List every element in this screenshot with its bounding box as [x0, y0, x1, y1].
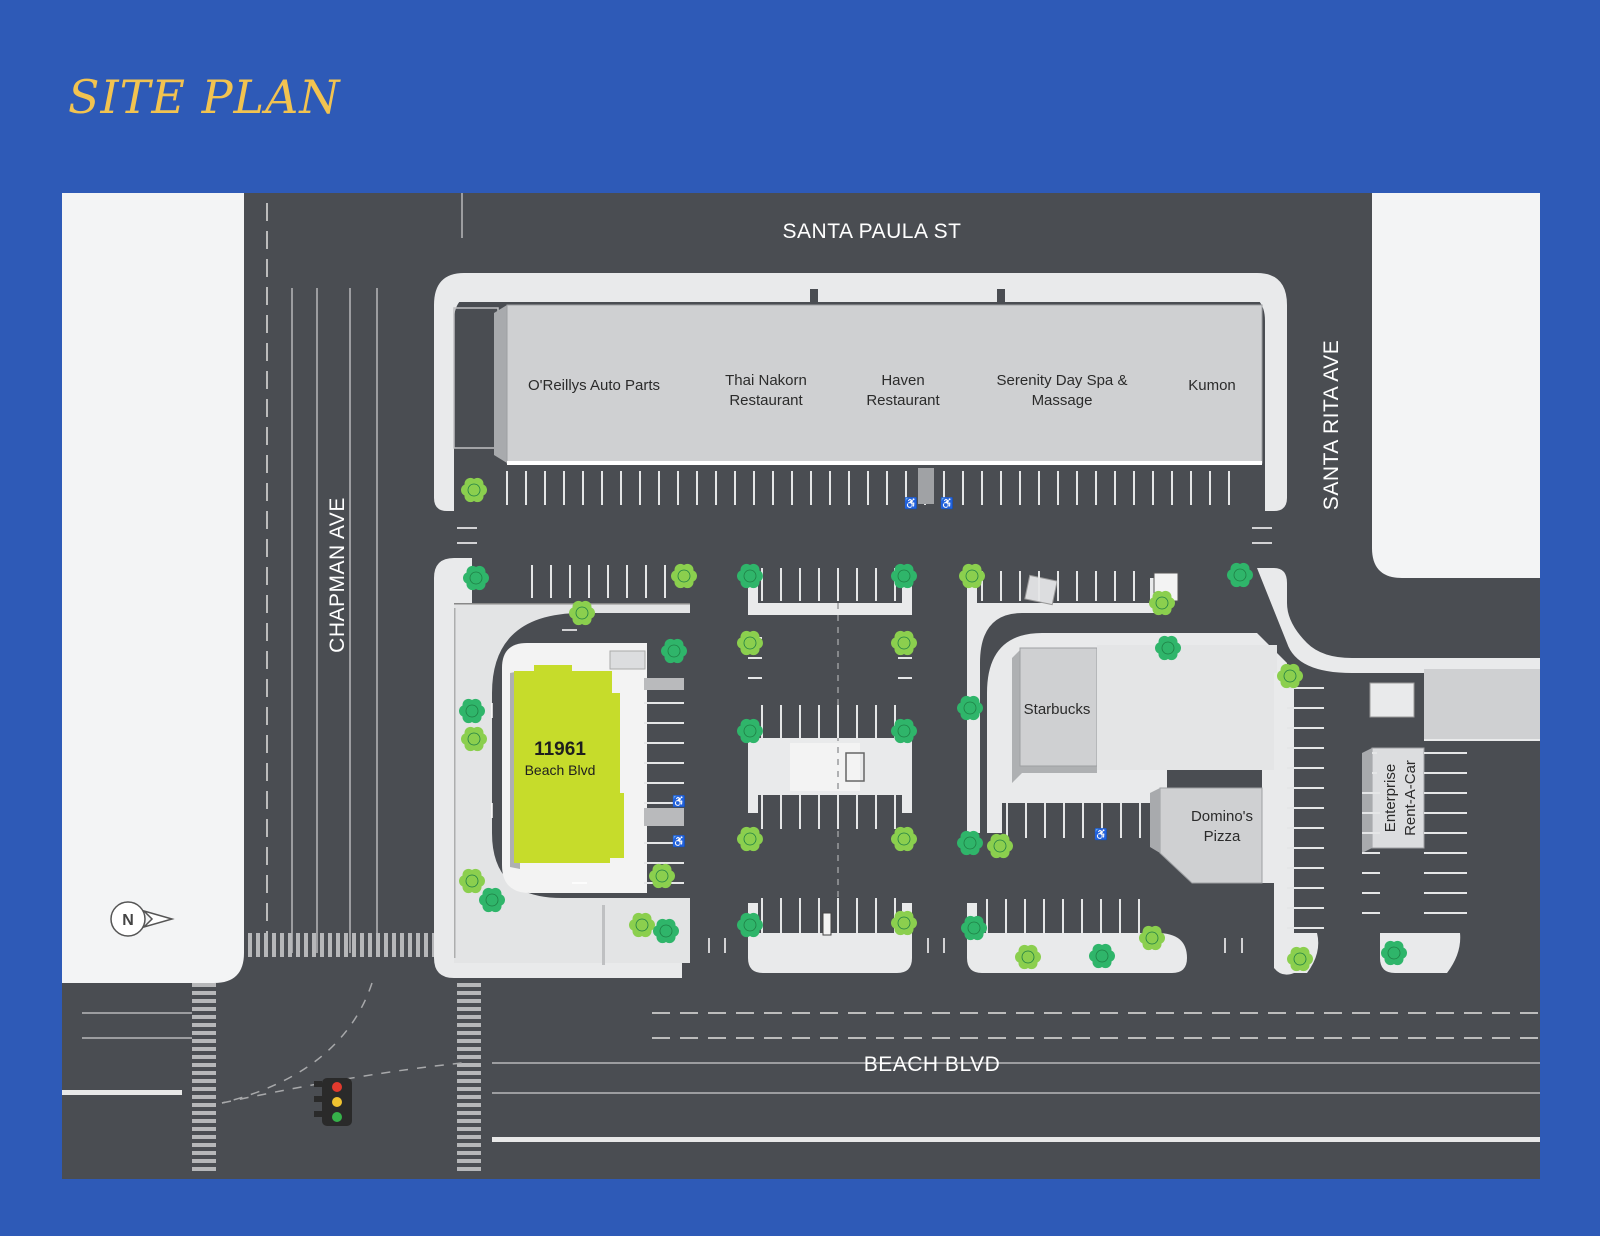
tree-icon [463, 565, 489, 591]
tree-icon [891, 910, 917, 936]
tree-icon [957, 830, 983, 856]
tree-icon [569, 600, 595, 626]
loading-hatch [918, 468, 934, 504]
tenant-haven-line2: Restaurant [866, 392, 940, 409]
tree-icon [987, 833, 1013, 859]
offsite-west [62, 193, 244, 983]
tree-icon [1149, 590, 1175, 616]
tree-icon [737, 630, 763, 656]
accessible-parking-icon: ♿ [672, 835, 686, 848]
tenant-kumon: Kumon [1188, 377, 1236, 394]
tree-icon [1155, 635, 1181, 661]
tree-icon [653, 918, 679, 944]
retail-building [506, 304, 1263, 464]
accessible-parking-icon: ♿ [904, 497, 918, 510]
tree-icon [891, 563, 917, 589]
subject-building [514, 665, 624, 863]
accessible-parking-icon: ♿ [940, 497, 954, 510]
tenant-thai-nakorn: Thai Nakorn [725, 372, 807, 389]
pad-dominos: Domino's [1191, 808, 1253, 825]
street-label-beach-blvd: BEACH BLVD [864, 1053, 1001, 1076]
subject-address-number: 11961 [534, 739, 586, 760]
pad-enterprise: Enterprise [1382, 764, 1399, 832]
street-label-santa-paula: SANTA PAULA ST [783, 220, 962, 243]
pad-starbucks: Starbucks [1024, 701, 1091, 718]
tenant-thai-nakorn-line2: Restaurant [729, 392, 803, 409]
tree-icon [1089, 943, 1115, 969]
tenant-oreillys: O'Reillys Auto Parts [528, 377, 660, 394]
street-label-chapman: CHAPMAN AVE [326, 497, 349, 653]
site-plan-map: ♿ ♿ ♿ ♿ ♿ SANTA PAULA ST CHAPMAN AVE SAN… [62, 193, 1540, 1179]
page-title: SITE PLAN [68, 70, 341, 124]
compass-letter: N [122, 912, 134, 929]
tree-icon [1015, 944, 1041, 970]
tree-icon [1287, 946, 1313, 972]
tree-icon [1277, 663, 1303, 689]
accessible-parking-icon: ♿ [672, 795, 686, 808]
tree-icon [737, 826, 763, 852]
tree-icon [649, 863, 675, 889]
tree-icon [891, 630, 917, 656]
starbucks-building [1019, 647, 1098, 767]
street-label-santa-rita: SANTA RITA AVE [1320, 340, 1343, 510]
tree-icon [1139, 925, 1165, 951]
tree-icon [1227, 562, 1253, 588]
tree-icon [891, 718, 917, 744]
tree-icon [459, 868, 485, 894]
tree-icon [737, 718, 763, 744]
tree-icon [957, 695, 983, 721]
tree-icon [737, 563, 763, 589]
tenant-serenity: Serenity Day Spa & [997, 372, 1128, 389]
offsite-east [1372, 193, 1540, 578]
tree-icon [959, 563, 985, 589]
tree-icon [891, 826, 917, 852]
traffic-light-icon [314, 1078, 352, 1126]
tree-icon [479, 887, 505, 913]
accessible-parking-icon: ♿ [1094, 828, 1108, 841]
tree-icon [671, 563, 697, 589]
tree-icon [461, 477, 487, 503]
tree-icon [737, 912, 763, 938]
pad-enterprise-line2: Rent-A-Car [1402, 760, 1419, 836]
tree-icon [961, 915, 987, 941]
subject-address-street: Beach Blvd [525, 762, 596, 778]
tree-icon [461, 726, 487, 752]
compass-icon: N [110, 901, 175, 937]
tree-icon [1381, 940, 1407, 966]
tree-icon [459, 698, 485, 724]
pad-dominos-line2: Pizza [1204, 828, 1241, 845]
tree-icon [661, 638, 687, 664]
tenant-serenity-line2: Massage [1032, 392, 1093, 409]
tree-icon [629, 912, 655, 938]
tenant-haven: Haven [881, 372, 924, 389]
